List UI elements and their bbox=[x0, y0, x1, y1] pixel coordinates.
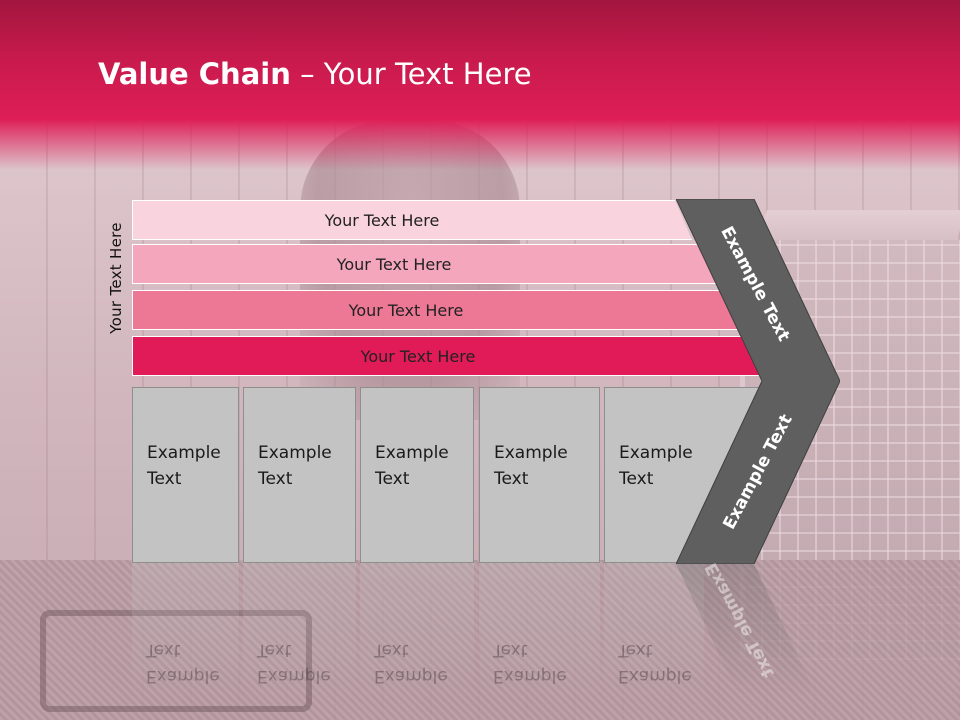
reflection-1-line1: Example bbox=[146, 666, 220, 686]
activity-box-3-line1: Example bbox=[375, 443, 449, 463]
reflection-3-line2: Text bbox=[374, 640, 409, 660]
chain-bar-2-label: Your Text Here bbox=[336, 254, 452, 274]
reflection-3-line1: Example bbox=[374, 666, 448, 686]
margin-chevron[interactable] bbox=[676, 199, 840, 564]
activity-box-1-line1: Example bbox=[147, 443, 221, 463]
chain-bar-1-label: Your Text Here bbox=[324, 210, 440, 230]
chain-bar-4-label: Your Text Here bbox=[360, 346, 476, 366]
activity-box-3-reflection: Example Text bbox=[360, 563, 474, 703]
chain-bar-4[interactable]: Your Text Here bbox=[132, 336, 764, 376]
chain-bar-2[interactable]: Your Text Here bbox=[132, 244, 716, 284]
chain-bar-3-label: Your Text Here bbox=[348, 300, 464, 320]
header-band bbox=[0, 0, 960, 170]
activity-box-4-reflection: Example Text bbox=[479, 563, 600, 703]
activity-box-2-reflection: Example Text bbox=[243, 563, 356, 703]
activity-box-1[interactable]: Example Text bbox=[132, 387, 239, 563]
activity-box-5-line2: Text bbox=[619, 469, 654, 489]
slide-title-rest: – Your Text Here bbox=[290, 57, 532, 91]
reflection-1-line2: Text bbox=[146, 640, 181, 660]
activity-box-4[interactable]: Example Text bbox=[479, 387, 600, 563]
side-label-text: Your Text Here bbox=[107, 222, 125, 334]
activity-box-5[interactable]: Example Text bbox=[604, 387, 762, 563]
activity-box-5-line1: Example bbox=[619, 443, 693, 463]
reflection-2-line1: Example bbox=[257, 666, 331, 686]
margin-chevron-shape bbox=[676, 199, 840, 564]
activity-box-2[interactable]: Example Text bbox=[243, 387, 356, 563]
reflection-4-line1: Example bbox=[493, 666, 567, 686]
activity-box-1-line2: Text bbox=[147, 469, 182, 489]
slide-title-bold: Value Chain bbox=[98, 57, 291, 91]
activity-box-4-line1: Example bbox=[494, 443, 568, 463]
activity-box-3-line2: Text bbox=[375, 469, 410, 489]
activity-box-2-line2: Text bbox=[258, 469, 293, 489]
chain-bar-1[interactable]: Your Text Here bbox=[132, 200, 692, 240]
chain-bar-3[interactable]: Your Text Here bbox=[132, 290, 740, 330]
background-chair bbox=[40, 610, 312, 712]
activity-box-1-reflection: Example Text bbox=[132, 563, 239, 703]
activity-box-3[interactable]: Example Text bbox=[360, 387, 474, 563]
chevron-reflection bbox=[676, 564, 816, 694]
reflection-4-line2: Text bbox=[493, 640, 528, 660]
slide-title[interactable]: Value Chain – Your Text Here bbox=[98, 52, 532, 96]
activity-box-2-line1: Example bbox=[258, 443, 332, 463]
activity-box-4-line2: Text bbox=[494, 469, 529, 489]
side-label[interactable]: Your Text Here bbox=[104, 200, 128, 356]
reflection-2-line2: Text bbox=[257, 640, 292, 660]
